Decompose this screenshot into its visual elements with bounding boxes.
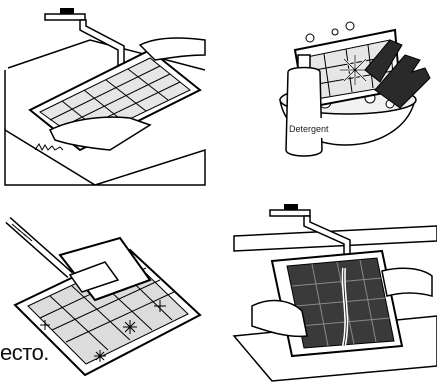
rinse-filter-illustration: [0, 0, 210, 190]
panel-rinse-mesh: [232, 196, 437, 384]
panel-detergent-wash: Detergent: [230, 0, 437, 190]
detergent-wash-illustration: Detergent: [230, 0, 437, 190]
detergent-label: Detergent: [289, 124, 329, 134]
rinse-mesh-illustration: [232, 196, 437, 384]
footer-text-fragment: есто.: [0, 340, 49, 366]
vacuum-nozzle: [8, 220, 150, 300]
panel-rinse-filter: [0, 0, 210, 190]
